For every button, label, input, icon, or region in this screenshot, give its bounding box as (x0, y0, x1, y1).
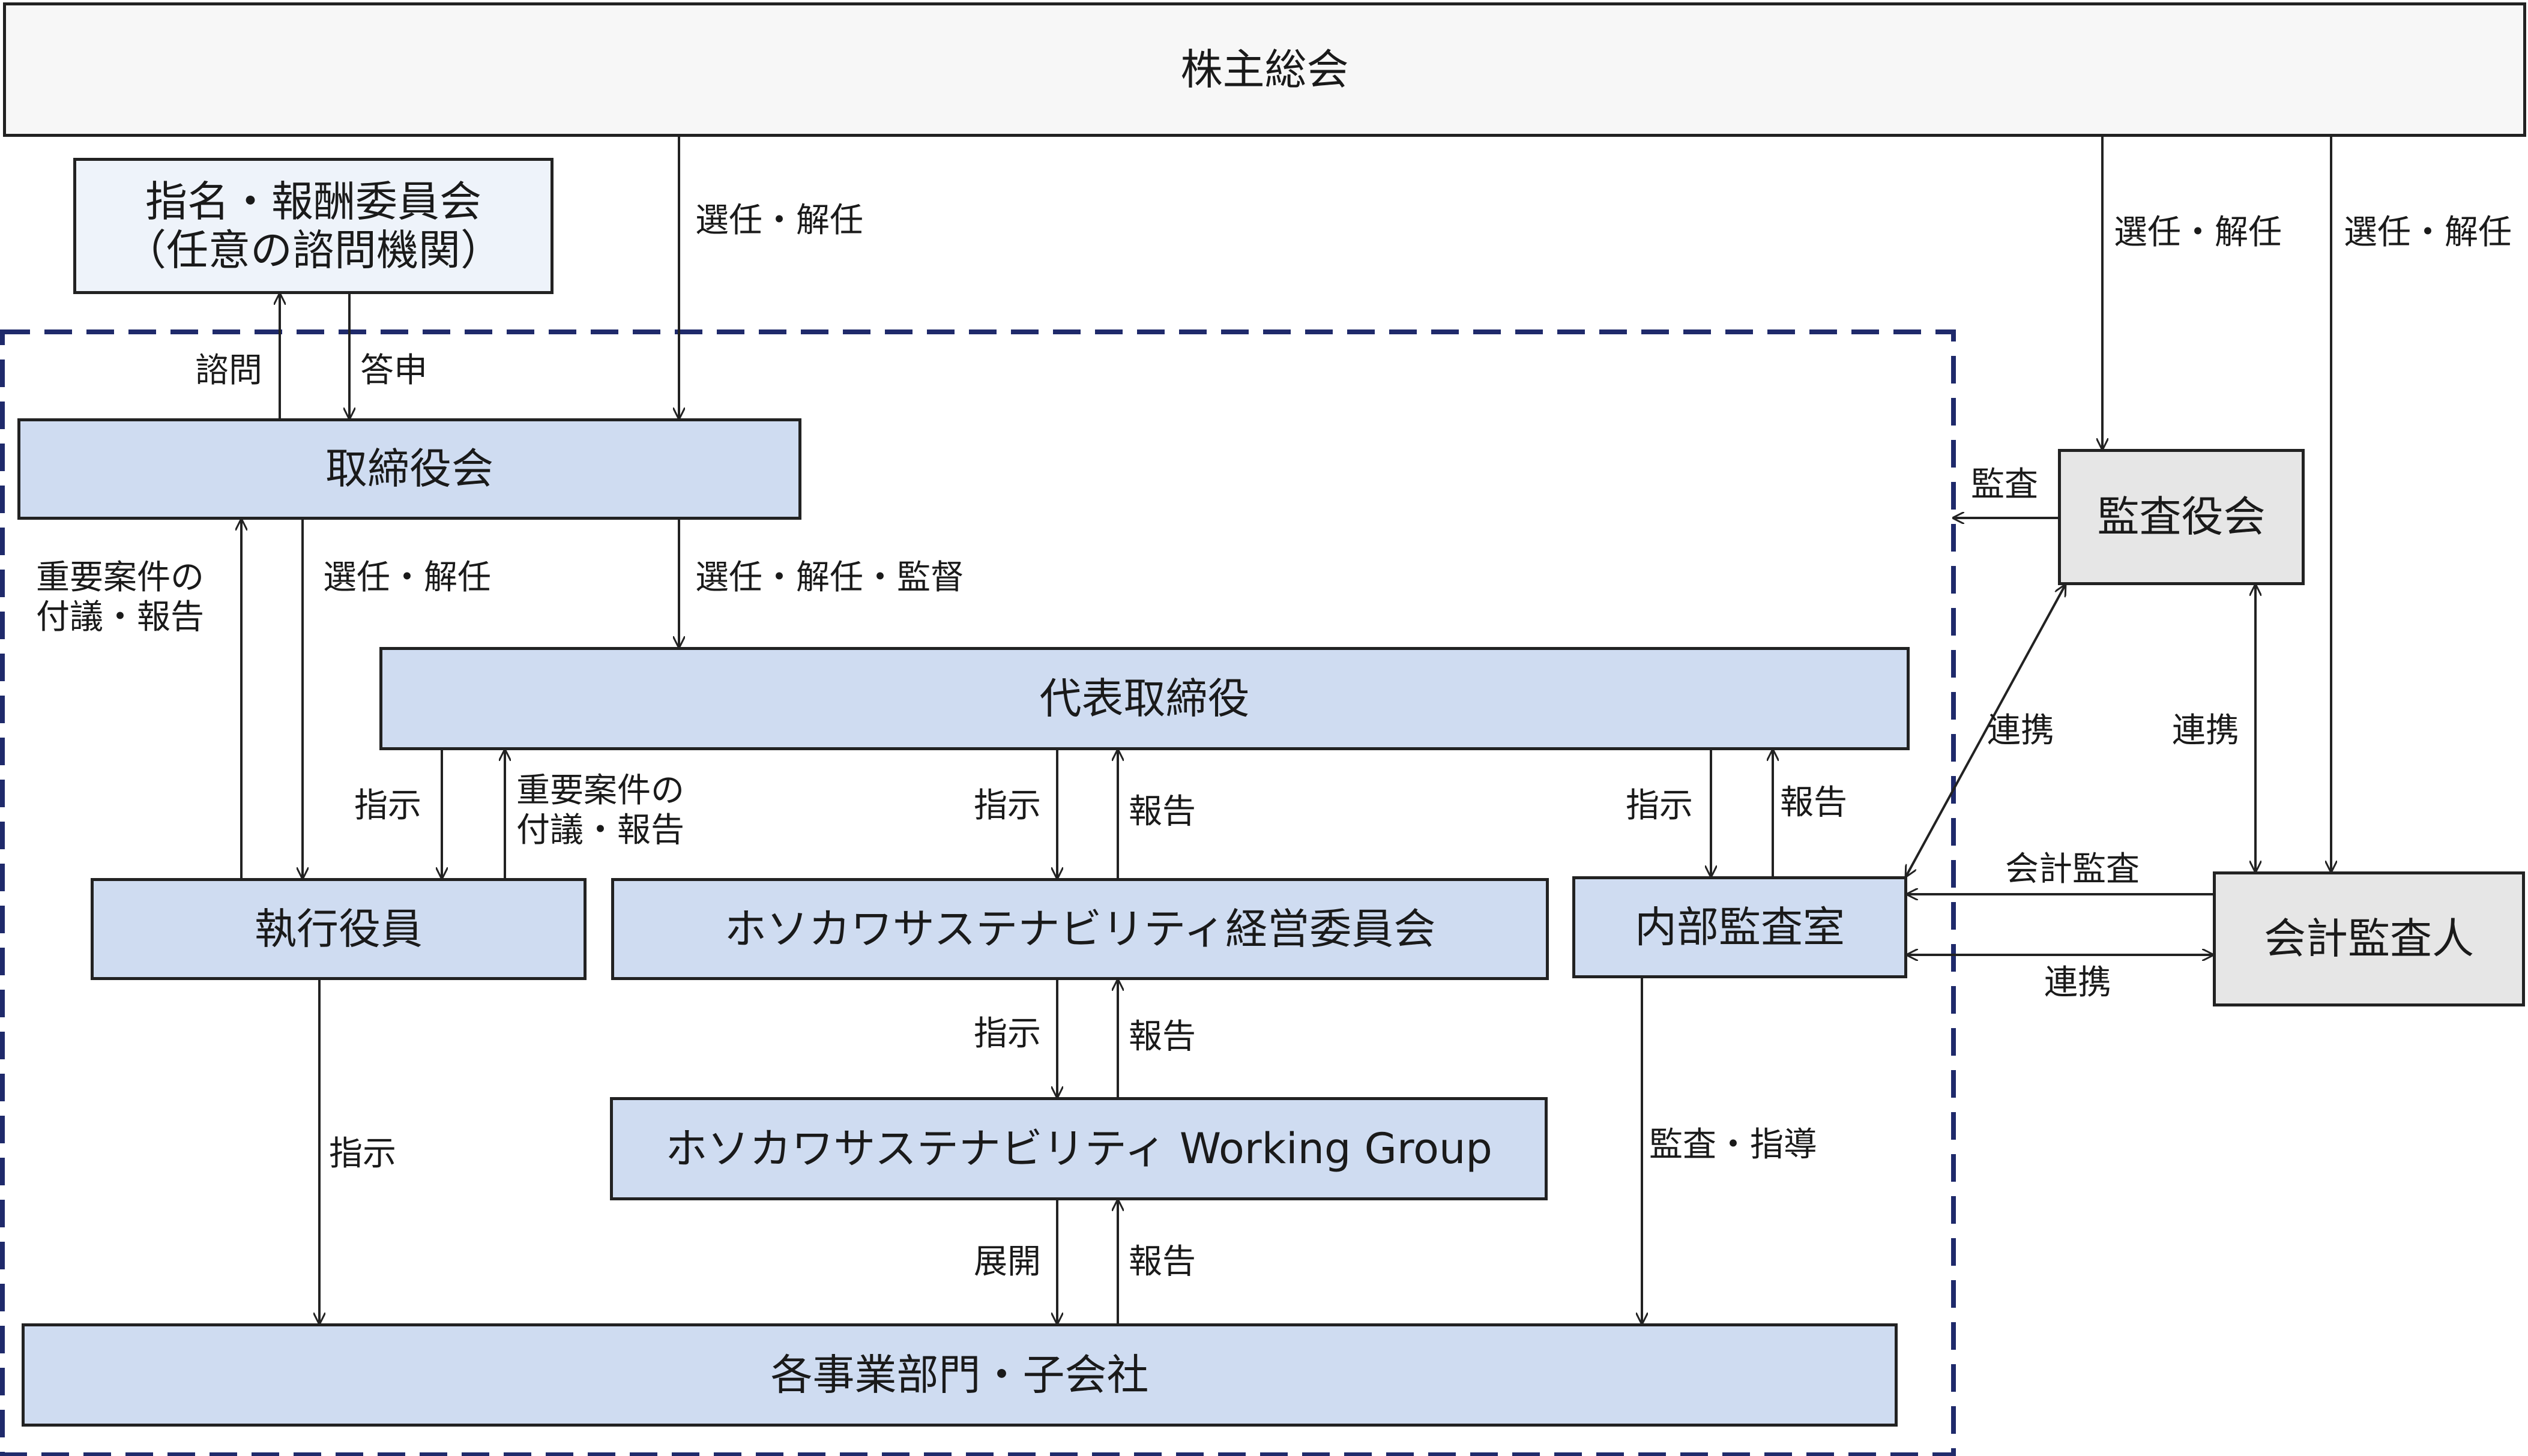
label-elect-dismiss-board: 選任・解任 (695, 201, 863, 240)
internal-audit-label: 内部監査室 (1635, 902, 1845, 952)
board-of-directors-box: 取締役会 (17, 418, 801, 520)
representative-label: 代表取締役 (1039, 673, 1250, 723)
label-cooperation-accounting: 連携 (2044, 963, 2111, 1002)
internal-audit-office-box: 内部監査室 (1572, 876, 1907, 978)
important-matters-line2: 付議・報告 (36, 598, 204, 637)
label-elect-dismiss-supervise: 選任・解任・監督 (695, 558, 964, 597)
accounting-auditor-label: 会計監査人 (2264, 914, 2474, 964)
label-report-internal-audit: 報告 (1780, 783, 1847, 822)
label-elect-dismiss-audit-board: 選任・解任 (2114, 213, 2282, 252)
sustainability-committee-label: ホソカワサステナビリティ経営委員会 (724, 904, 1436, 954)
label-elect-dismiss-accounting-auditor: 選任・解任 (2344, 213, 2512, 252)
label-elect-dismiss-officers: 選任・解任 (323, 558, 491, 597)
label-report-working-group: 報告 (1129, 1017, 1196, 1056)
board-label: 取締役会 (325, 444, 493, 494)
working-group-box: ホソカワサステナビリティ Working Group (610, 1097, 1548, 1200)
important-matters-rep-line2: 付議・報告 (516, 811, 684, 850)
working-group-label: ホソカワサステナビリティ Working Group (665, 1124, 1492, 1173)
label-report-divisions: 報告 (1129, 1242, 1196, 1281)
label-deployment: 展開 (974, 1242, 1041, 1281)
label-instruction-officers: 指示 (354, 786, 421, 825)
label-instruction-working-group: 指示 (974, 1014, 1041, 1053)
label-report-back: 答申 (360, 351, 427, 390)
important-matters-line1: 重要案件の (36, 558, 204, 597)
shareholders-meeting-label: 株主総会 (1180, 44, 1349, 94)
label-instruction-divisions: 指示 (329, 1134, 396, 1173)
committee-label-line2: （任意の諮問機関） (124, 225, 502, 275)
representative-director-box: 代表取締役 (379, 647, 1910, 750)
arrow-audit-board-internal-audit-link (1906, 585, 2065, 876)
shareholders-meeting-box: 株主総会 (3, 2, 2526, 137)
label-important-matters-representative: 重要案件の 付議・報告 (516, 771, 684, 850)
label-instruction-internal-audit: 指示 (1626, 786, 1693, 825)
officers-label: 執行役員 (255, 904, 423, 954)
label-important-matters-board: 重要案件の 付議・報告 (36, 558, 204, 637)
executive-officers-box: 執行役員 (91, 878, 587, 980)
audit-board-label: 監査役会 (2097, 492, 2266, 542)
label-cooperation-accounting-auditor: 連携 (2172, 711, 2239, 750)
label-consult: 諮問 (195, 351, 262, 390)
label-instruction-sust-committee: 指示 (974, 786, 1041, 825)
audit-board-box: 監査役会 (2058, 449, 2305, 585)
divisions-label: 各事業部門・子会社 (770, 1350, 1149, 1400)
important-matters-rep-line1: 重要案件の (516, 771, 684, 810)
sustainability-committee-box: ホソカワサステナビリティ経営委員会 (611, 878, 1549, 980)
label-report-sust-committee: 報告 (1129, 792, 1196, 831)
label-audit: 監査 (1971, 465, 2038, 504)
label-audit-guidance: 監査・指導 (1649, 1125, 1817, 1164)
company-boundary (0, 329, 1956, 1456)
nomination-compensation-committee-box: 指名・報酬委員会 （任意の諮問機関） (73, 158, 554, 294)
accounting-auditor-box: 会計監査人 (2213, 871, 2525, 1006)
business-divisions-box: 各事業部門・子会社 (22, 1323, 1898, 1427)
committee-label-line1: 指名・報酬委員会 (145, 177, 481, 226)
label-cooperation-internal-audit: 連携 (1987, 711, 2054, 750)
label-accounting-audit: 会計監査 (2005, 850, 2140, 889)
